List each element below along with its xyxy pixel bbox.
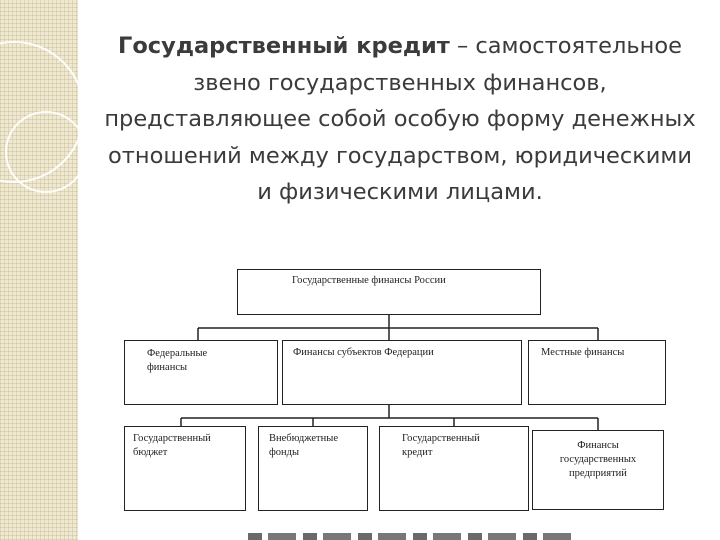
slide-heading: Государственный кредит – самостоятельное… <box>100 28 700 211</box>
decorative-circles <box>0 41 78 193</box>
state-budget-label: Государственный бюджет <box>133 433 211 458</box>
state-credit-node: Государственный кредит <box>379 426 529 511</box>
local-finances-label: Местные финансы <box>541 347 625 358</box>
extrabudgetary-funds-node: Внебюджетные фонды <box>258 426 368 511</box>
root-node-label: Государственные финансы России <box>292 275 446 286</box>
state-budget-node: Государственный бюджет <box>124 426 246 511</box>
state-enterprises-label: Финансы государственных предприятий <box>559 440 637 479</box>
heading-term: Государственный кредит <box>118 33 450 59</box>
regional-finances-label: Финансы субъектов Федерации <box>293 347 434 358</box>
regional-finances-node: Финансы субъектов Федерации <box>282 340 522 405</box>
extrabudgetary-funds-label: Внебюджетные фонды <box>269 433 338 458</box>
heading-definition: – самостоятельное звено государственных … <box>104 33 696 205</box>
local-finances-node: Местные финансы <box>528 340 666 405</box>
cut-off-caption-fragment <box>248 533 578 540</box>
federal-finances-node: Федеральные финансы <box>124 340 278 405</box>
decorative-side-strip <box>0 0 78 540</box>
state-credit-label: Государственный кредит <box>402 433 480 458</box>
state-enterprises-node: Финансы государственных предприятий <box>532 430 664 510</box>
root-node: Государственные финансы России <box>237 269 541 315</box>
federal-finances-label: Федеральные финансы <box>147 348 208 373</box>
